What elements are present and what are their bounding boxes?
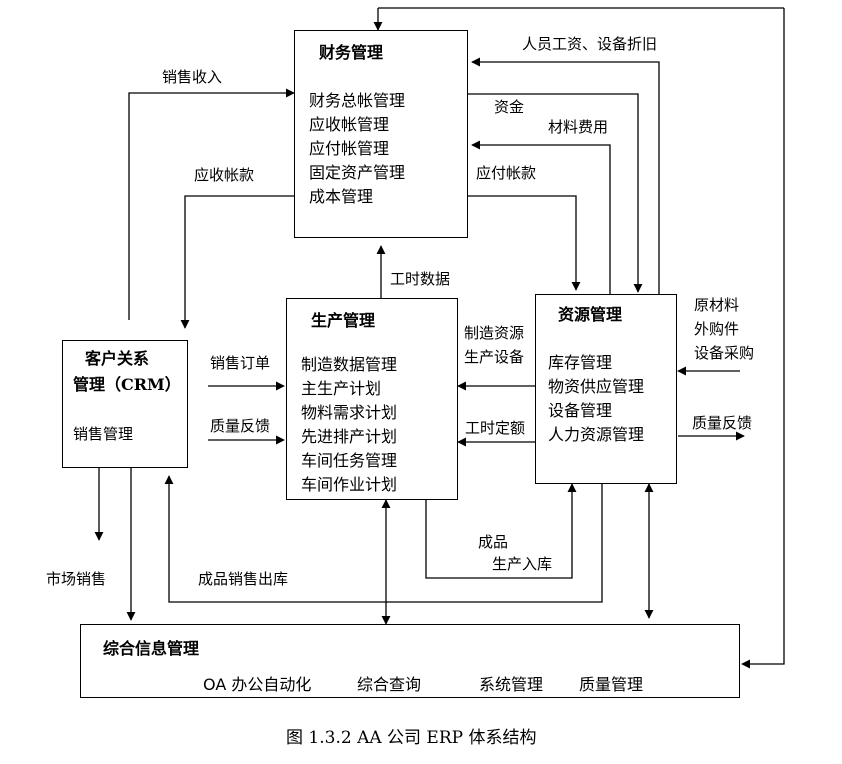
- label-funds: 资金: [494, 98, 525, 116]
- arrow-salary-depreciation: [471, 57, 660, 296]
- crm-title-line1: 客户关系: [85, 349, 150, 368]
- info-item-quality: 质量管理: [579, 675, 644, 694]
- finance-item: 应收帐管理: [309, 115, 390, 134]
- info-management-box: 综合信息管理 OA 办公自动化 综合查询 系统管理 质量管理: [80, 624, 740, 698]
- finance-title: 财务管理: [319, 43, 384, 62]
- label-mfg-resource: 制造资源: [464, 324, 525, 342]
- arrow-funds: [468, 93, 643, 293]
- resource-items: 库存管理 物资供应管理 设备管理 人力资源管理: [548, 351, 644, 447]
- production-item: 先进排产计划: [301, 427, 398, 446]
- finance-item: 固定资产管理: [309, 163, 406, 182]
- arrow-payable: [468, 195, 581, 291]
- arrow-info-to-finance-loop: [741, 8, 785, 669]
- production-item: 制造数据管理: [301, 355, 398, 374]
- production-item: 主生产计划: [301, 379, 382, 398]
- production-management-box: 生产管理 制造数据管理 主生产计划 物料需求计划 先进排产计划 车间任务管理 车…: [286, 298, 458, 500]
- label-sales-order: 销售订单: [210, 354, 271, 372]
- info-item-system: 系统管理: [479, 675, 544, 694]
- label-finished-goods-outbound: 成品销售出库: [198, 570, 289, 588]
- label-raw-material: 原材料: [694, 296, 740, 314]
- production-title: 生产管理: [311, 311, 376, 330]
- label-outsourced-parts: 外购件: [694, 320, 740, 338]
- label-payable: 应付帐款: [476, 164, 537, 182]
- crm-title-line2: 管理（CRM）: [73, 375, 181, 394]
- production-items: 制造数据管理 主生产计划 物料需求计划 先进排产计划 车间任务管理 车间作业计划: [301, 353, 397, 497]
- label-work-hour-quota: 工时定额: [465, 419, 526, 437]
- finance-item: 成本管理: [309, 187, 374, 206]
- arrow-production-warehousing: [425, 483, 577, 579]
- label-salary-depreciation: 人员工资、设备折旧: [522, 35, 658, 53]
- label-production-warehousing: 生产入库: [492, 555, 553, 573]
- label-material-cost: 材料费用: [548, 118, 609, 136]
- label-market-sales: 市场销售: [46, 570, 107, 588]
- info-item-query: 综合查询: [357, 675, 422, 694]
- info-title: 综合信息管理: [103, 639, 200, 658]
- resource-item: 人力资源管理: [548, 425, 645, 444]
- label-finished-goods: 成品: [478, 533, 509, 551]
- label-sales-income: 销售收入: [162, 68, 223, 86]
- production-item: 车间任务管理: [301, 451, 398, 470]
- label-quality-feedback-crm: 质量反馈: [210, 417, 271, 435]
- arrow-sales-income: [128, 88, 295, 320]
- production-item: 车间作业计划: [301, 475, 398, 494]
- resource-item: 物资供应管理: [548, 377, 645, 396]
- figure-caption: 图 1.3.2 AA 公司 ERP 体系结构: [286, 728, 537, 748]
- info-item-oa: OA 办公自动化: [203, 675, 312, 694]
- label-quality-feedback-out: 质量反馈: [692, 414, 753, 432]
- label-receivable: 应收帐款: [194, 166, 255, 184]
- production-item: 物料需求计划: [301, 403, 398, 422]
- finance-item: 财务总帐管理: [309, 91, 406, 110]
- label-equipment-purchase: 设备采购: [694, 344, 755, 362]
- arrow-receivable: [180, 195, 294, 329]
- label-work-hour-data: 工时数据: [390, 270, 451, 288]
- finance-items: 财务总帐管理 应收帐管理 应付帐管理 固定资产管理 成本管理: [309, 89, 405, 209]
- crm-item: 销售管理: [73, 425, 134, 443]
- resource-item: 设备管理: [548, 401, 613, 420]
- resource-title: 资源管理: [558, 305, 623, 324]
- crm-box: 客户关系 管理（CRM） 销售管理: [62, 340, 188, 468]
- resource-item: 库存管理: [548, 353, 613, 372]
- arrow-material-cost: [471, 140, 611, 296]
- resource-management-box: 资源管理 库存管理 物资供应管理 设备管理 人力资源管理: [535, 294, 677, 484]
- label-production-equipment: 生产设备: [464, 348, 525, 366]
- finance-item: 应付帐管理: [309, 139, 390, 158]
- finance-management-box: 财务管理 财务总帐管理 应收帐管理 应付帐管理 固定资产管理 成本管理: [294, 30, 468, 238]
